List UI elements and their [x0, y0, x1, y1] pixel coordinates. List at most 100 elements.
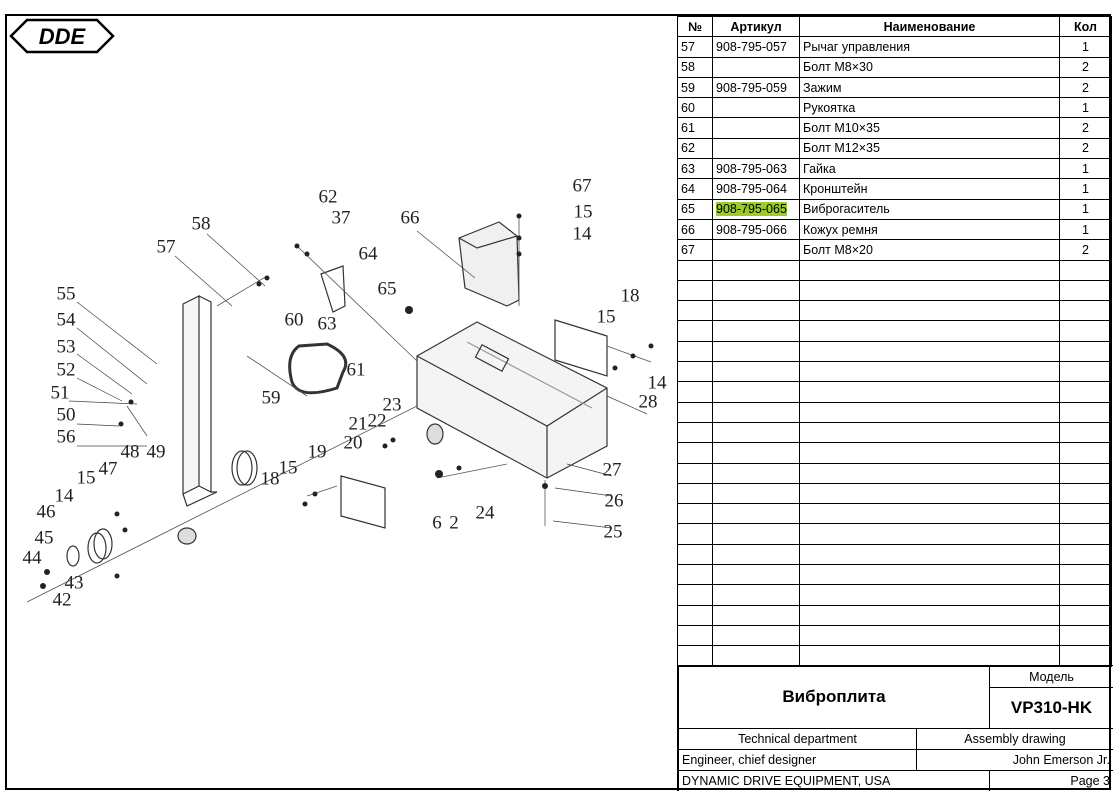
empty-table-row — [677, 340, 1112, 363]
title-block: Виброплита Модель VP310-HK Technical dep… — [677, 665, 1113, 791]
callout-52: 52 — [56, 359, 76, 381]
model-label: Модель — [989, 666, 1113, 687]
cell-name: Рукоятка — [799, 97, 1060, 119]
cell-qty: 2 — [1059, 239, 1112, 261]
cell-article — [712, 137, 800, 160]
callout-67: 67 — [572, 175, 592, 197]
cell-name: Кронштейн — [799, 178, 1060, 200]
cell-article — [712, 117, 800, 139]
cell-num: 66 — [677, 218, 713, 241]
cell-name: Виброгаситель — [799, 198, 1060, 220]
callout-45: 45 — [34, 527, 54, 549]
empty-table-row — [677, 462, 1112, 484]
callout-65: 65 — [377, 278, 397, 300]
callout-50: 50 — [56, 404, 76, 426]
cell-article: 908-795-065 — [712, 198, 800, 220]
cell-qty: 2 — [1059, 76, 1112, 99]
cell-article: 908-795-059 — [712, 76, 800, 99]
callout-28: 28 — [638, 391, 658, 413]
callout-26: 26 — [604, 490, 624, 512]
company: DYNAMIC DRIVE EQUIPMENT, USA — [679, 770, 989, 791]
callout-14: 14 — [54, 485, 74, 507]
cell-num: 61 — [677, 117, 713, 139]
cell-qty: 1 — [1059, 198, 1112, 220]
callout-37: 37 — [331, 207, 351, 229]
empty-table-row — [677, 320, 1112, 342]
empty-table-row — [677, 401, 1112, 423]
cell-article — [712, 97, 800, 119]
cell-num: 57 — [677, 36, 713, 58]
cell-num: 59 — [677, 76, 713, 99]
callout-59: 59 — [261, 387, 281, 409]
page-number: Page 3 — [989, 770, 1113, 791]
svg-text:DDE: DDE — [39, 24, 87, 49]
header-qty: Кол — [1059, 15, 1112, 38]
callout-47: 47 — [98, 458, 118, 480]
product-name: Виброплита — [782, 687, 886, 706]
empty-table-row — [677, 300, 1112, 322]
callout-46: 46 — [36, 501, 56, 523]
cell-name: Болт М12×35 — [799, 137, 1060, 160]
callout-15: 15 — [278, 457, 298, 479]
cell-name: Болт М10×35 — [799, 117, 1060, 139]
cell-name: Болт М8×20 — [799, 239, 1060, 261]
empty-table-row — [677, 645, 1112, 667]
cell-article: 908-795-064 — [712, 178, 800, 200]
callout-58: 58 — [191, 213, 211, 235]
callout-25: 25 — [603, 521, 623, 543]
callout-23: 23 — [382, 394, 402, 416]
exploded-view-diagram — [26, 213, 654, 603]
empty-table-row — [677, 523, 1112, 545]
empty-table-row — [677, 503, 1112, 525]
table-header: № Артикул Наименование Кол — [677, 15, 1112, 38]
cell-qty: 1 — [1059, 36, 1112, 58]
cell-num: 64 — [677, 178, 713, 200]
callout-66: 66 — [400, 207, 420, 229]
callout-63: 63 — [317, 313, 337, 335]
cell-article — [712, 56, 800, 78]
highlighted-article: 908-795-065 — [716, 202, 787, 217]
empty-table-row — [677, 361, 1112, 383]
empty-table-row — [677, 381, 1112, 403]
empty-table-row — [677, 624, 1112, 647]
callout-43: 43 — [64, 572, 84, 594]
callout-61: 61 — [346, 359, 366, 381]
empty-table-row — [677, 482, 1112, 505]
cell-num: 58 — [677, 56, 713, 78]
callout-14: 14 — [647, 372, 667, 394]
callout-15: 15 — [76, 467, 96, 489]
callout-14: 14 — [572, 223, 592, 245]
empty-table-row — [677, 442, 1112, 464]
cell-num: 67 — [677, 239, 713, 261]
cell-num: 63 — [677, 158, 713, 180]
empty-table-row — [677, 421, 1112, 444]
callout-15: 15 — [573, 201, 593, 223]
cell-num: 62 — [677, 137, 713, 160]
role: Engineer, chief designer — [679, 749, 916, 770]
empty-table-row — [677, 584, 1112, 606]
cell-num: 60 — [677, 97, 713, 119]
callout-42: 42 — [52, 589, 72, 611]
empty-table-row — [677, 604, 1112, 626]
cell-article — [712, 239, 800, 261]
cell-article: 908-795-057 — [712, 36, 800, 58]
empty-table-row — [677, 543, 1112, 566]
empty-table-row — [677, 259, 1112, 281]
cell-name: Гайка — [799, 158, 1060, 180]
callout-2: 2 — [449, 512, 459, 534]
callout-15: 15 — [596, 306, 616, 328]
callout-55: 55 — [56, 283, 76, 305]
model-value: VP310-HK — [989, 687, 1113, 728]
callout-24: 24 — [475, 502, 495, 524]
callout-18: 18 — [620, 285, 640, 307]
callout-6: 6 — [432, 512, 442, 534]
